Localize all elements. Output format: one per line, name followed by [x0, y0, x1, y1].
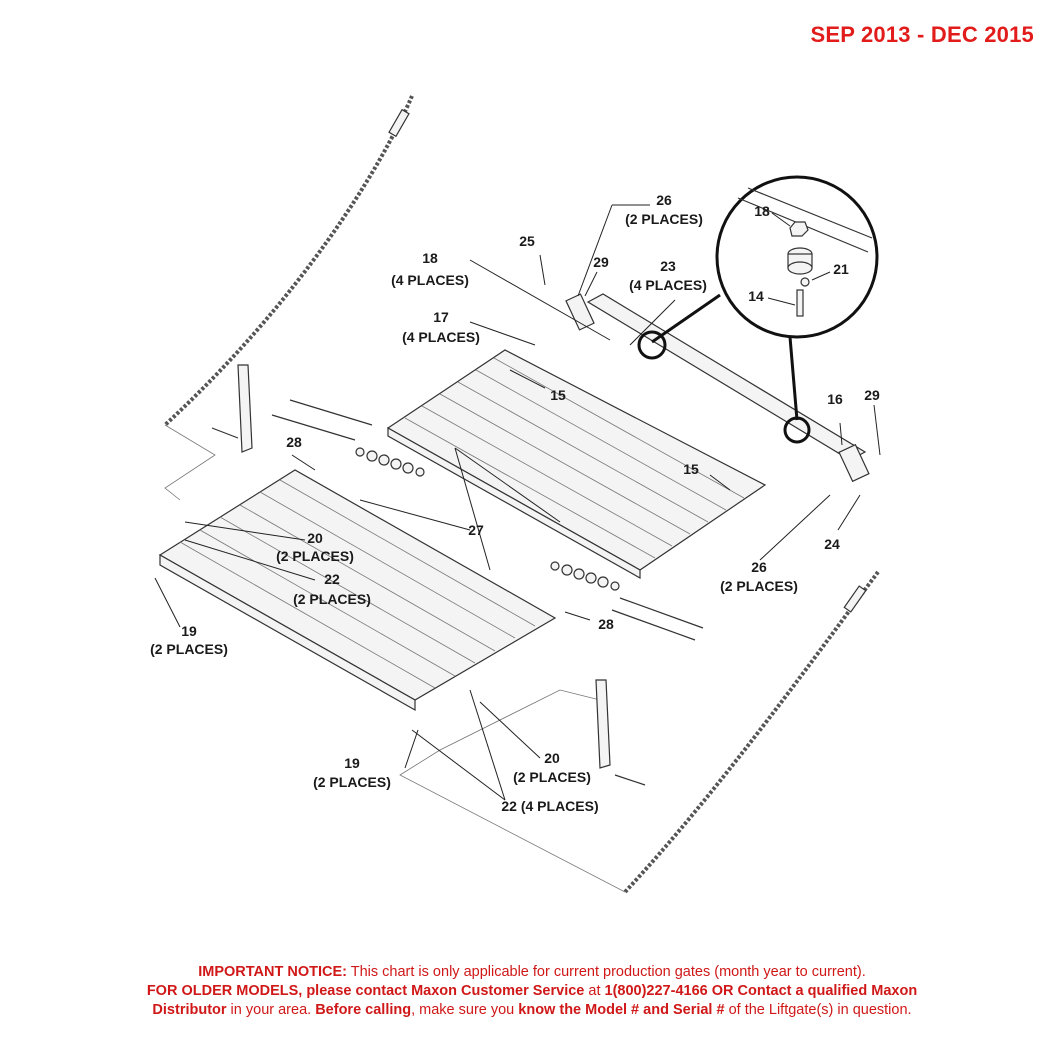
important-notice: IMPORTANT NOTICE: This chart is only app…: [40, 963, 1024, 1020]
svg-text:(2 PLACES): (2 PLACES): [625, 211, 703, 227]
chain-left: [163, 95, 414, 427]
notice-line-2: FOR OLDER MODELS, please contact Maxon C…: [146, 983, 918, 999]
svg-text:20: 20: [544, 750, 560, 766]
right-hinge-block: [838, 443, 870, 483]
callout-24: 24: [824, 536, 840, 552]
callout-15-upper: 15: [550, 387, 566, 403]
svg-text:(2 PLACES): (2 PLACES): [720, 578, 798, 594]
chain-right-hook: [843, 585, 867, 613]
assembly-line-bottom: [399, 689, 626, 893]
notice-heading: IMPORTANT NOTICE:: [198, 964, 347, 980]
svg-text:19: 19: [344, 755, 360, 771]
pin-left: [211, 427, 239, 439]
date-range-title: SEP 2013 - DEC 2015: [810, 22, 1034, 47]
callout-20-left: 20 (2 PLACES): [276, 530, 354, 564]
roller-stack-upper: [355, 447, 425, 477]
callout-20-bottom: 20 (2 PLACES): [513, 750, 591, 785]
callout-29-right: 29: [864, 387, 880, 403]
left-arm: [237, 364, 253, 453]
svg-text:(2 PLACES): (2 PLACES): [293, 591, 371, 607]
rod-lower-2: [619, 597, 704, 629]
lower-platform-edge: [159, 553, 416, 712]
callout-26-top: 26 (2 PLACES): [625, 192, 703, 227]
leader-lines: [154, 204, 881, 801]
chain-left-hook: [388, 108, 410, 138]
callout-19-left: 19 (2 PLACES): [150, 623, 228, 657]
svg-text:(2 PLACES): (2 PLACES): [513, 769, 591, 785]
upper-platform-ribs: [404, 357, 745, 559]
callout-16: 16: [827, 391, 843, 407]
callout-18-main: 18 (4 PLACES): [391, 250, 469, 288]
callout-23: 23 (4 PLACES): [629, 258, 707, 293]
pin-right: [614, 774, 646, 786]
detail-rail: [747, 187, 873, 239]
detail-leader-1: [651, 293, 721, 344]
detail-target-1: [637, 330, 667, 360]
svg-text:19: 19: [181, 623, 197, 639]
svg-text:(2 PLACES): (2 PLACES): [150, 641, 228, 657]
notice-line-1: IMPORTANT NOTICE: This chart is only app…: [198, 964, 866, 980]
callout-28-lower: 28: [598, 616, 614, 632]
detail-callout-14: 14: [748, 288, 764, 304]
svg-text:(4 PLACES): (4 PLACES): [629, 277, 707, 293]
callout-22-bottom: 22 (4 PLACES): [501, 798, 598, 814]
callout-27: 27: [468, 522, 484, 538]
upper-platform-edge: [387, 426, 641, 580]
callout-22-left: 22 (2 PLACES): [293, 571, 371, 607]
detail-washer: [800, 277, 810, 287]
rod-upper-1: [271, 414, 356, 441]
detail-callout-18: 18: [754, 203, 770, 219]
svg-text:20: 20: [307, 530, 323, 546]
notice-line-3: Distributor in your area. Before calling…: [152, 1002, 912, 1018]
callout-26-bottom: 26 (2 PLACES): [720, 559, 798, 594]
svg-text:(4 PLACES): (4 PLACES): [402, 329, 480, 345]
right-arm: [595, 679, 611, 769]
svg-text:(2 PLACES): (2 PLACES): [276, 548, 354, 564]
svg-text:17: 17: [433, 309, 449, 325]
callout-29-top: 29: [593, 254, 609, 270]
roller-stack-lower: [550, 561, 620, 591]
assembly-line-left: [164, 424, 216, 501]
callout-28-upper: 28: [286, 434, 302, 450]
svg-text:26: 26: [751, 559, 767, 575]
phone-number: 1(800)227-4166 OR Contact a qualified Ma…: [604, 983, 918, 999]
left-hinge-block: [565, 293, 595, 331]
detail-leader-2: [788, 336, 799, 421]
callout-19-bottom: 19 (2 PLACES): [313, 755, 391, 790]
chain-right: [623, 570, 880, 894]
detail-target-2: [783, 416, 811, 444]
svg-text:23: 23: [660, 258, 676, 274]
callout-25: 25: [519, 233, 535, 249]
rod-lower-1: [611, 609, 696, 641]
rod-upper-2: [289, 399, 373, 426]
detail-callout-21: 21: [833, 261, 849, 277]
svg-text:22: 22: [324, 571, 340, 587]
lower-platform-ribs: [179, 479, 536, 689]
callout-15-lower: 15: [683, 461, 699, 477]
svg-text:(4 PLACES): (4 PLACES): [391, 272, 469, 288]
svg-text:18: 18: [422, 250, 438, 266]
lower-platform: [158, 469, 557, 701]
detail-bolt: [796, 289, 804, 317]
svg-text:(2 PLACES): (2 PLACES): [313, 774, 391, 790]
callout-17: 17 (4 PLACES): [402, 309, 480, 345]
detail-bumper: [787, 247, 813, 275]
svg-text:26: 26: [656, 192, 672, 208]
exploded-parts-diagram: 26 (2 PLACES) 25 29 23 (4 PLACES) 18 (4 …: [150, 95, 881, 894]
detail-nut: [789, 221, 809, 237]
